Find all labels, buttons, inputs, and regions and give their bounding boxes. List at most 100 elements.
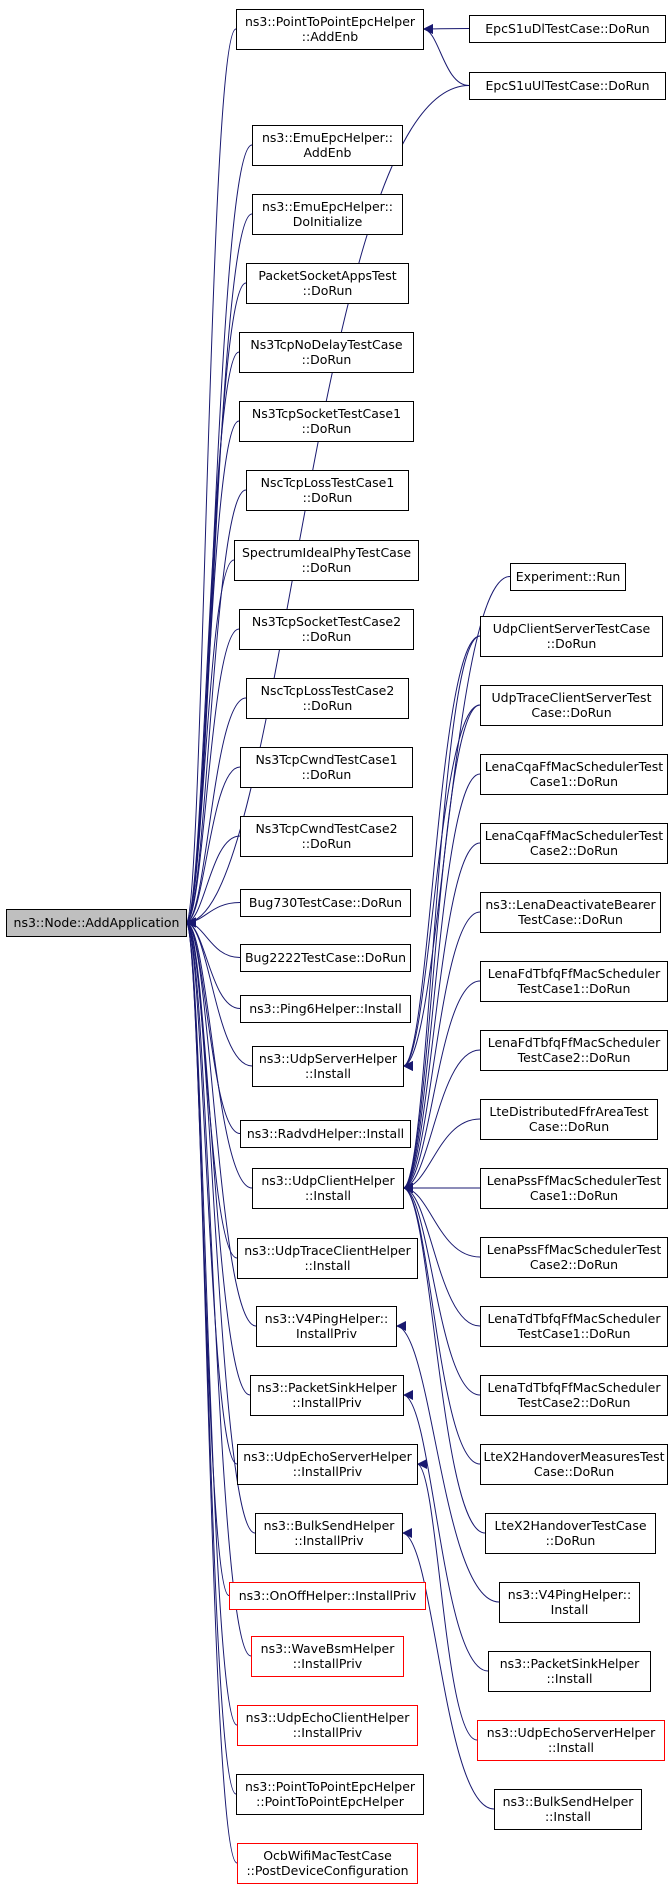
- edges-layer: [185, 23, 511, 1864]
- node-label: ::DoRun: [302, 836, 352, 851]
- node-wavebsm_priv[interactable]: ns3::WaveBsmHelper::InstallPriv: [251, 1636, 404, 1677]
- node-bug730[interactable]: Bug730TestCase::DoRun: [240, 889, 411, 917]
- node-echoserver_inst[interactable]: ns3::UdpEchoServerHelper::Install: [477, 1720, 665, 1761]
- node-udpserver[interactable]: ns3::UdpServerHelper::Install: [252, 1046, 404, 1087]
- node-label: LenaCqaFfMacSchedulerTest: [485, 828, 664, 843]
- node-packetsocket[interactable]: PacketSocketAppsTest::DoRun: [246, 263, 409, 304]
- node-udptrace[interactable]: ns3::UdpTraceClientHelper::Install: [237, 1238, 418, 1279]
- node-label: ::DoRun: [303, 283, 353, 298]
- node-label: Ns3TcpNoDelayTestCase: [250, 337, 402, 352]
- node-label: LteX2HandoverTestCase: [494, 1518, 646, 1533]
- node-v4ping_priv[interactable]: ns3::V4PingHelper::InstallPriv: [256, 1306, 397, 1347]
- node-label: ns3::PacketSinkHelper: [257, 1380, 397, 1395]
- node-nodelay[interactable]: Ns3TcpNoDelayTestCase::DoRun: [239, 332, 414, 373]
- node-label: ns3::BulkSendHelper: [503, 1794, 635, 1809]
- edge-v4ping_inst-to-v4ping_priv: [395, 1321, 500, 1603]
- node-box: [480, 685, 663, 726]
- node-label: ns3::UdpTraceClientHelper: [244, 1243, 411, 1258]
- node-sink_inst[interactable]: ns3::PacketSinkHelper::Install: [488, 1651, 651, 1692]
- root-node[interactable]: ns3::Node::AddApplication: [6, 909, 187, 937]
- node-nsc2[interactable]: NscTcpLossTestCase2::DoRun: [246, 678, 409, 719]
- node-label: Ns3TcpCwndTestCase2: [255, 821, 397, 836]
- node-box: [480, 1444, 668, 1485]
- node-ocb[interactable]: OcbWifiMacTestCase::PostDeviceConfigurat…: [237, 1843, 418, 1884]
- node-onoff_priv[interactable]: ns3::OnOffHelper::InstallPriv: [229, 1582, 426, 1610]
- node-label: ::Install: [548, 1740, 594, 1755]
- node-label: ::Install: [305, 1188, 351, 1203]
- node-bug2222[interactable]: Bug2222TestCase::DoRun: [240, 944, 411, 972]
- node-label: Install: [551, 1602, 589, 1617]
- node-label: ns3::EmuEpcHelper::: [262, 130, 393, 145]
- node-box: [480, 1099, 658, 1140]
- node-experiment[interactable]: Experiment::Run: [510, 563, 626, 591]
- node-label: TestCase1::DoRun: [517, 1326, 631, 1341]
- node-label: ns3::BulkSendHelper: [264, 1518, 396, 1533]
- node-radvd[interactable]: ns3::RadvdHelper::Install: [240, 1120, 411, 1148]
- node-label: Ns3TcpSocketTestCase1: [252, 406, 401, 421]
- node-emu_doinit[interactable]: ns3::EmuEpcHelper::DoInitialize: [252, 194, 403, 235]
- edge-spectrum-to-root: [185, 559, 235, 928]
- node-p2p_addenb[interactable]: ns3::PointToPointEpcHelper::AddEnb: [236, 9, 424, 50]
- edge-nsc1-to-root: [185, 489, 247, 928]
- node-box: [237, 1705, 418, 1746]
- node-label: ns3::Node::AddApplication: [14, 915, 180, 930]
- edge-cqa2-to-udpclient: [402, 842, 481, 1193]
- node-epc_dl[interactable]: EpcS1uDlTestCase::DoRun: [469, 15, 666, 43]
- node-label: ::InstallPriv: [292, 1395, 362, 1410]
- node-label: ns3::UdpEchoServerHelper: [487, 1725, 656, 1740]
- node-box: [240, 944, 411, 972]
- node-x2ho[interactable]: LteX2HandoverTestCase::DoRun: [485, 1513, 656, 1554]
- node-label: ::InstallPriv: [293, 1464, 363, 1479]
- node-echoclient_priv[interactable]: ns3::UdpEchoClientHelper::InstallPriv: [237, 1705, 418, 1746]
- node-label: LenaTdTbfqFfMacScheduler: [488, 1311, 662, 1326]
- node-spectrum[interactable]: SpectrumIdealPhyTestCase::DoRun: [234, 540, 419, 581]
- node-label: TestCase2::DoRun: [517, 1050, 631, 1065]
- node-label: ns3::LenaDeactivateBearer: [485, 897, 656, 912]
- node-box: [250, 1375, 404, 1416]
- node-v4ping_inst[interactable]: ns3::V4PingHelper::Install: [499, 1582, 640, 1623]
- node-sock1[interactable]: Ns3TcpSocketTestCase1::DoRun: [239, 401, 414, 442]
- node-label: ns3::UdpClientHelper: [261, 1173, 395, 1188]
- node-p2p_ctor[interactable]: ns3::PointToPointEpcHelper::PointToPoint…: [236, 1774, 424, 1815]
- node-label: ns3::V4PingHelper::: [508, 1587, 631, 1602]
- node-udpclient[interactable]: ns3::UdpClientHelper::Install: [252, 1168, 404, 1209]
- node-box: [252, 1046, 404, 1087]
- node-label: Bug2222TestCase::DoRun: [245, 950, 406, 965]
- node-bulk_inst[interactable]: ns3::BulkSendHelper::Install: [494, 1789, 642, 1830]
- edge-cqa1-to-udpclient: [402, 773, 481, 1193]
- node-ping6[interactable]: ns3::Ping6Helper::Install: [240, 995, 411, 1023]
- node-box: [255, 1513, 403, 1554]
- node-emu_addenb[interactable]: ns3::EmuEpcHelper::AddEnb: [252, 125, 403, 166]
- node-sink_priv[interactable]: ns3::PacketSinkHelper::InstallPriv: [250, 1375, 404, 1416]
- node-echoserver_priv[interactable]: ns3::UdpEchoServerHelper::InstallPriv: [237, 1444, 418, 1485]
- node-nsc1[interactable]: NscTcpLossTestCase1::DoRun: [246, 470, 409, 511]
- node-label: Case1::DoRun: [530, 774, 618, 789]
- node-epc_ul[interactable]: EpcS1uUlTestCase::DoRun: [469, 72, 666, 100]
- node-cwnd2[interactable]: Ns3TcpCwndTestCase2::DoRun: [240, 816, 413, 857]
- edge-echoserver_inst-to-echoserver_priv: [416, 1459, 478, 1741]
- node-label: ::DoRun: [302, 560, 352, 575]
- node-udpcs[interactable]: UdpClientServerTestCase::DoRun: [480, 616, 663, 657]
- node-label: Ns3TcpSocketTestCase2: [252, 614, 401, 629]
- node-bulk_priv[interactable]: ns3::BulkSendHelper::InstallPriv: [255, 1513, 403, 1554]
- node-box: [229, 1582, 426, 1610]
- node-sock2[interactable]: Ns3TcpSocketTestCase2::DoRun: [239, 609, 414, 650]
- node-label: Case::DoRun: [529, 1119, 609, 1134]
- node-label: ::Install: [304, 1258, 350, 1273]
- node-label: UdpTraceClientServerTest: [492, 690, 652, 705]
- node-cwnd1[interactable]: Ns3TcpCwndTestCase1::DoRun: [240, 747, 413, 788]
- edge-p2p_addenb-to-root: [185, 28, 237, 927]
